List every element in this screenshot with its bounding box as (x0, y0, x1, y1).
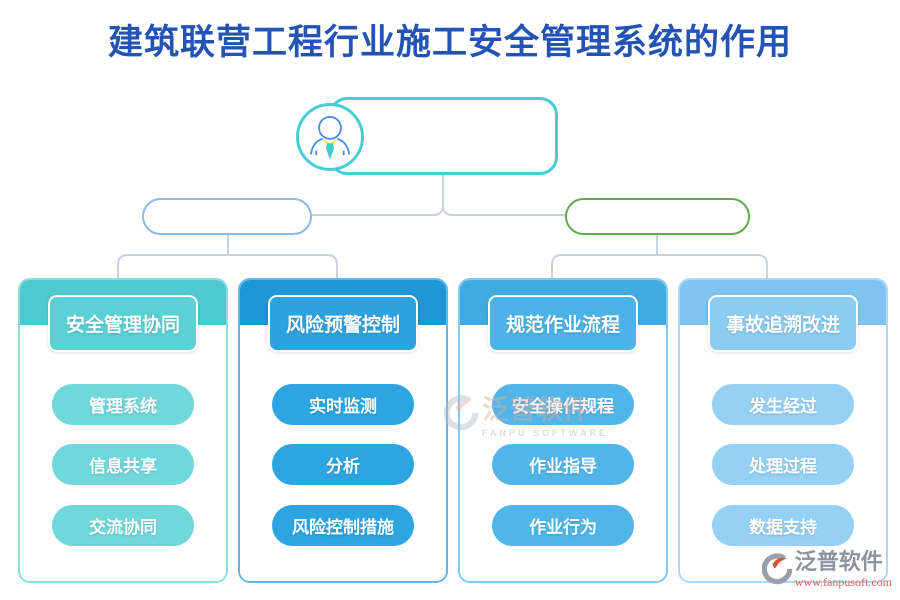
branch-node-left (142, 198, 312, 235)
card-item: 交流协同 (52, 505, 194, 546)
page-title: 建筑联营工程行业施工安全管理系统的作用 (107, 23, 792, 62)
card-item: 风险控制措施 (272, 505, 414, 546)
card-item: 实时监测 (272, 384, 414, 425)
card-item: 信息共享 (52, 444, 194, 485)
card-header: 规范作业流程 (488, 295, 638, 352)
card-header: 事故追溯改进 (708, 295, 858, 352)
card-header: 安全管理协同 (48, 295, 198, 352)
root-node (329, 97, 558, 175)
card-item: 作业指导 (492, 444, 634, 485)
card-safety-management-coordination: 安全管理协同 管理系统 信息共享 交流协同 (18, 278, 228, 583)
card-item: 管理系统 (52, 384, 194, 425)
card-header: 风险预警控制 (268, 295, 418, 352)
card-item: 安全操作规程 (492, 384, 634, 425)
card-item: 分析 (272, 444, 414, 485)
logo-text-cn: 泛普软件 (794, 549, 883, 574)
card-standard-operation-process: 规范作业流程 安全操作规程 作业指导 作业行为 (458, 278, 668, 583)
fanpu-logo-icon (761, 553, 792, 585)
root-avatar (296, 103, 364, 171)
fanpu-logo: 泛普软件 www.fanpusoft.com (761, 549, 892, 590)
card-item: 处理过程 (712, 444, 854, 485)
card-item: 数据支持 (712, 505, 854, 546)
card-item: 发生经过 (712, 384, 854, 425)
logo-url: www.fanpusoft.com (794, 575, 892, 589)
card-accident-trace-improvement: 事故追溯改进 发生经过 处理过程 数据支持 (678, 278, 888, 583)
card-risk-warning-control: 风险预警控制 实时监测 分析 风险控制措施 (238, 278, 448, 583)
person-icon (309, 116, 351, 160)
branch-node-right (565, 198, 750, 235)
card-item: 作业行为 (492, 505, 634, 546)
